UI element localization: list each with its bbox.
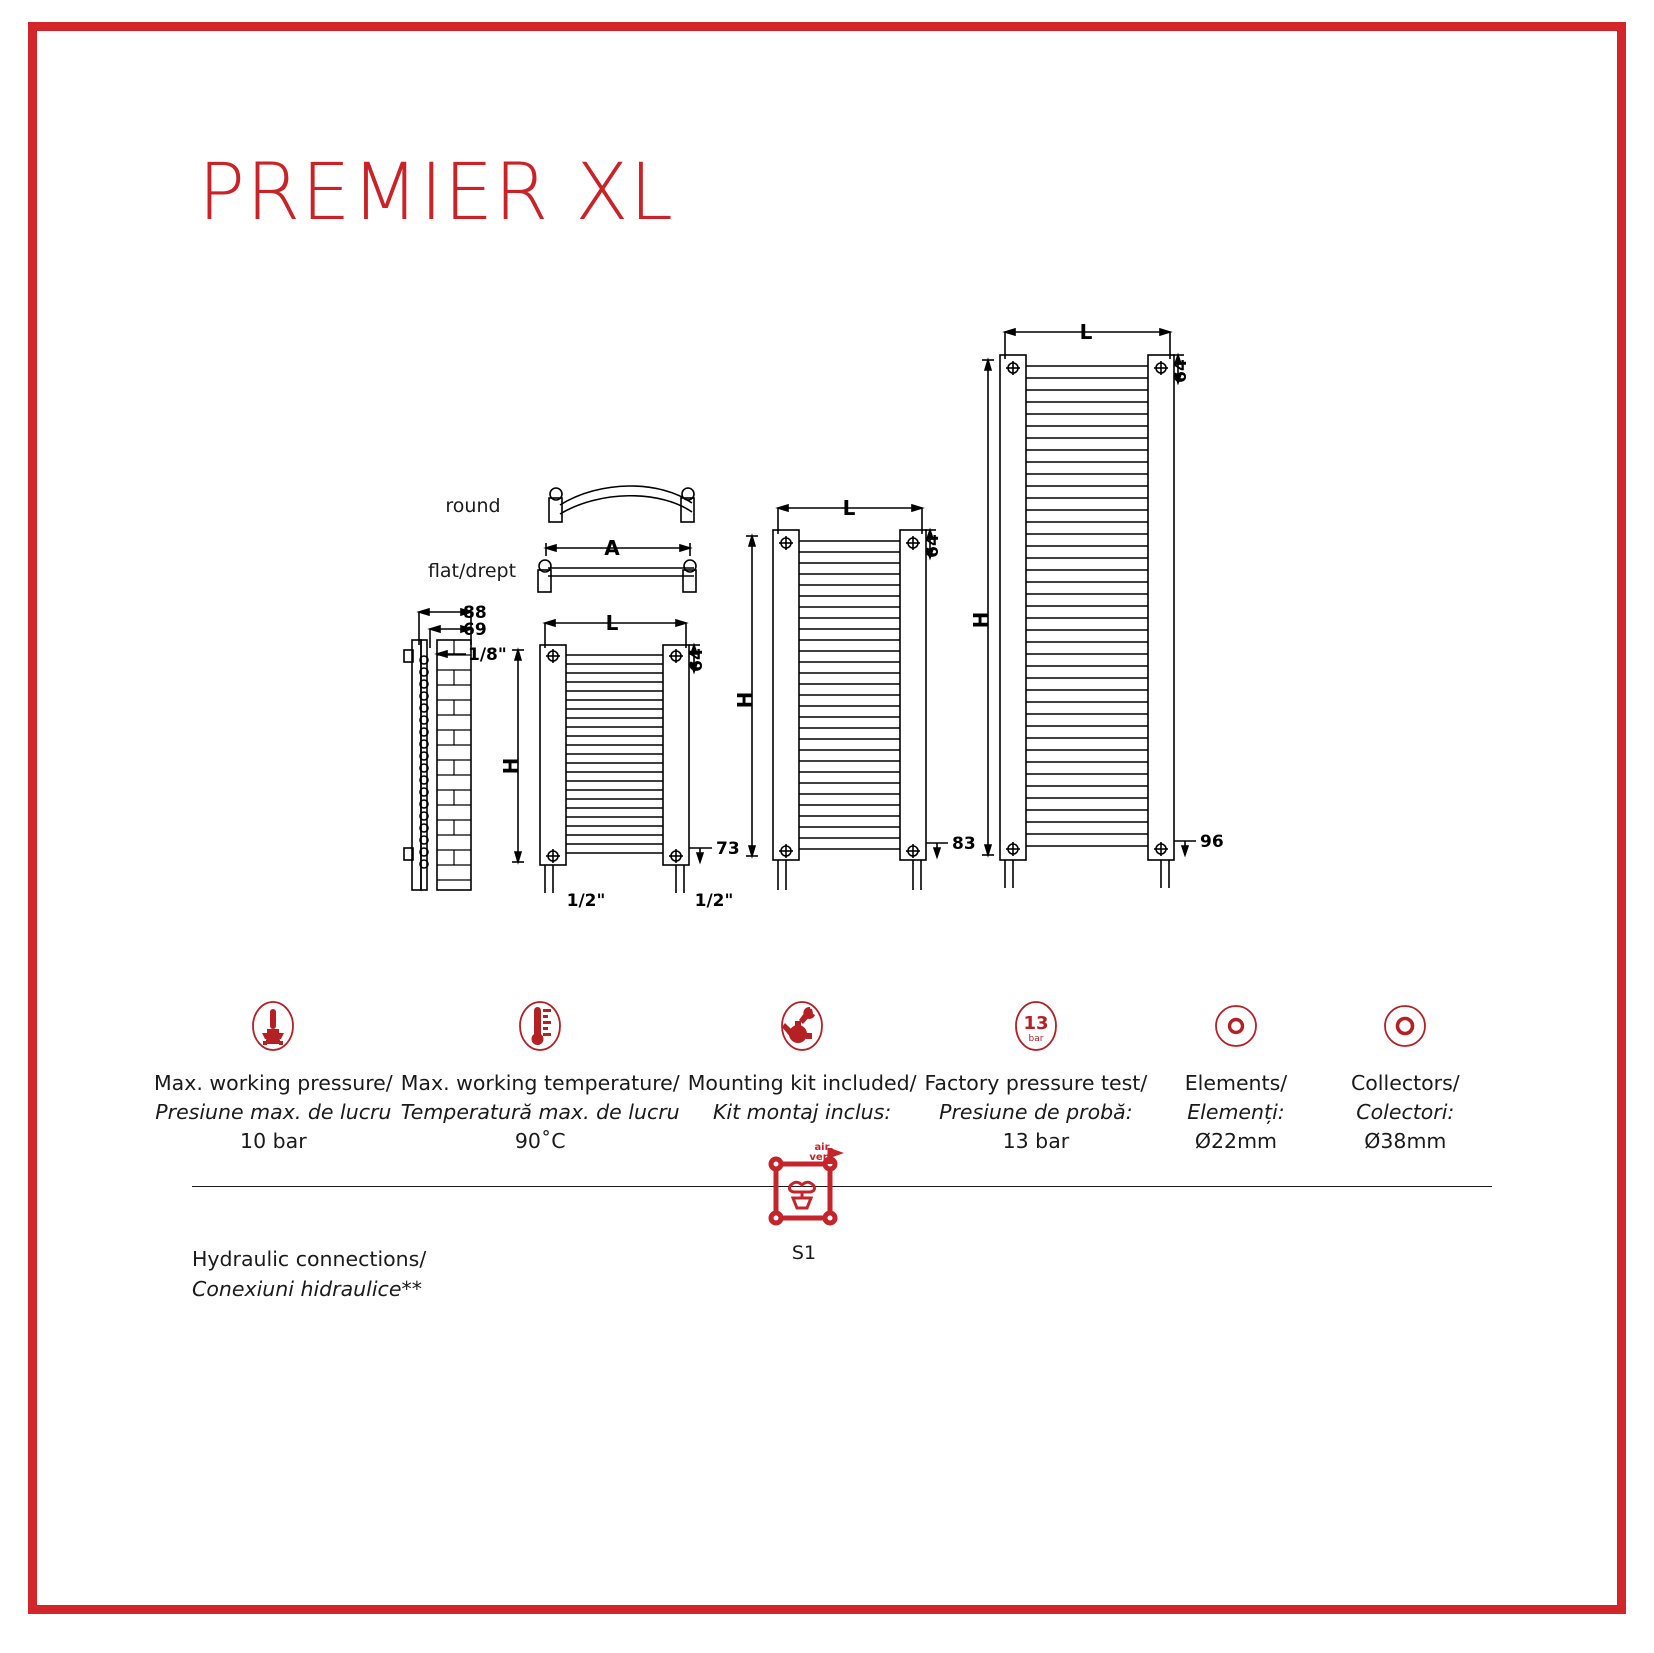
spec-label-ro: Presiune max. de lucru: [155, 1100, 392, 1125]
spec-label-ro: Elemenți:: [1187, 1100, 1285, 1125]
pressure-gauge-icon: [245, 995, 301, 1057]
spec-label-en: Max. working temperature/: [400, 1071, 680, 1095]
spec-collectors: Collectors/ Colectori: Ø38mm: [1321, 995, 1490, 1156]
spec-label-en: Elements/: [1184, 1071, 1288, 1095]
spec-label-ro: Kit montaj inclus:: [712, 1100, 892, 1125]
hydraulic-label-ro: Conexiuni hidraulice**: [192, 1276, 422, 1301]
spec-label-en: Max. working pressure/: [154, 1071, 393, 1095]
spec-mounting-kit: Mounting kit included/ Kit montaj inclus…: [684, 995, 921, 1127]
hydraulic-connections-label: Hydraulic connections/ Conexiuni hidraul…: [192, 1245, 426, 1304]
wrench-tools-icon: [774, 995, 830, 1057]
svg-text:13: 13: [1023, 1013, 1048, 1034]
svg-text:bar: bar: [1028, 1034, 1043, 1044]
spec-label-ro: Presiune de probă:: [939, 1100, 1133, 1125]
hydraulic-label-en: Hydraulic connections/: [192, 1247, 427, 1271]
bar-13-icon: 13 bar: [1008, 995, 1064, 1057]
spec-label-en: Factory pressure test/: [924, 1071, 1148, 1095]
air-vent-text-line1: air: [814, 1142, 829, 1153]
air-vent-text-line2: vent: [809, 1152, 834, 1163]
spec-label-en: Mounting kit included/: [687, 1071, 917, 1095]
spec-max-working-temperature: Max. working temperature/ Temperatură ma…: [397, 995, 684, 1156]
element-tube-icon: [1208, 995, 1264, 1057]
spec-value: 13 bar: [1002, 1129, 1070, 1154]
spec-value: Ø38mm: [1364, 1129, 1447, 1154]
hydraulic-symbol-caption: S1: [791, 1242, 817, 1264]
spec-value: 10 bar: [240, 1129, 307, 1154]
spec-value: Ø22mm: [1194, 1129, 1278, 1154]
specification-row: Max. working pressure/ Presiune max. de …: [150, 995, 1490, 1156]
collector-tube-icon: [1377, 995, 1433, 1057]
thermometer-icon: [512, 995, 568, 1057]
spec-label-ro: Temperatură max. de lucru: [400, 1100, 680, 1125]
page-title: PREMIER XL: [198, 148, 674, 238]
spec-label-ro: Colectori:: [1356, 1100, 1455, 1125]
spec-label-en: Collectors/: [1350, 1071, 1460, 1095]
air-vent-connection-icon: air vent: [768, 1142, 844, 1226]
spec-max-working-pressure: Max. working pressure/ Presiune max. de …: [150, 995, 397, 1156]
section-divider: [192, 1186, 1492, 1187]
hydraulic-symbol-s1: air vent S1: [758, 1138, 850, 1264]
page-border-frame: [28, 22, 1626, 1614]
spec-factory-pressure-test: 13 bar Factory pressure test/ Presiune d…: [921, 995, 1152, 1156]
spec-value: 90˚C: [514, 1129, 566, 1154]
spec-elements: Elements/ Elemenți: Ø22mm: [1151, 995, 1320, 1156]
